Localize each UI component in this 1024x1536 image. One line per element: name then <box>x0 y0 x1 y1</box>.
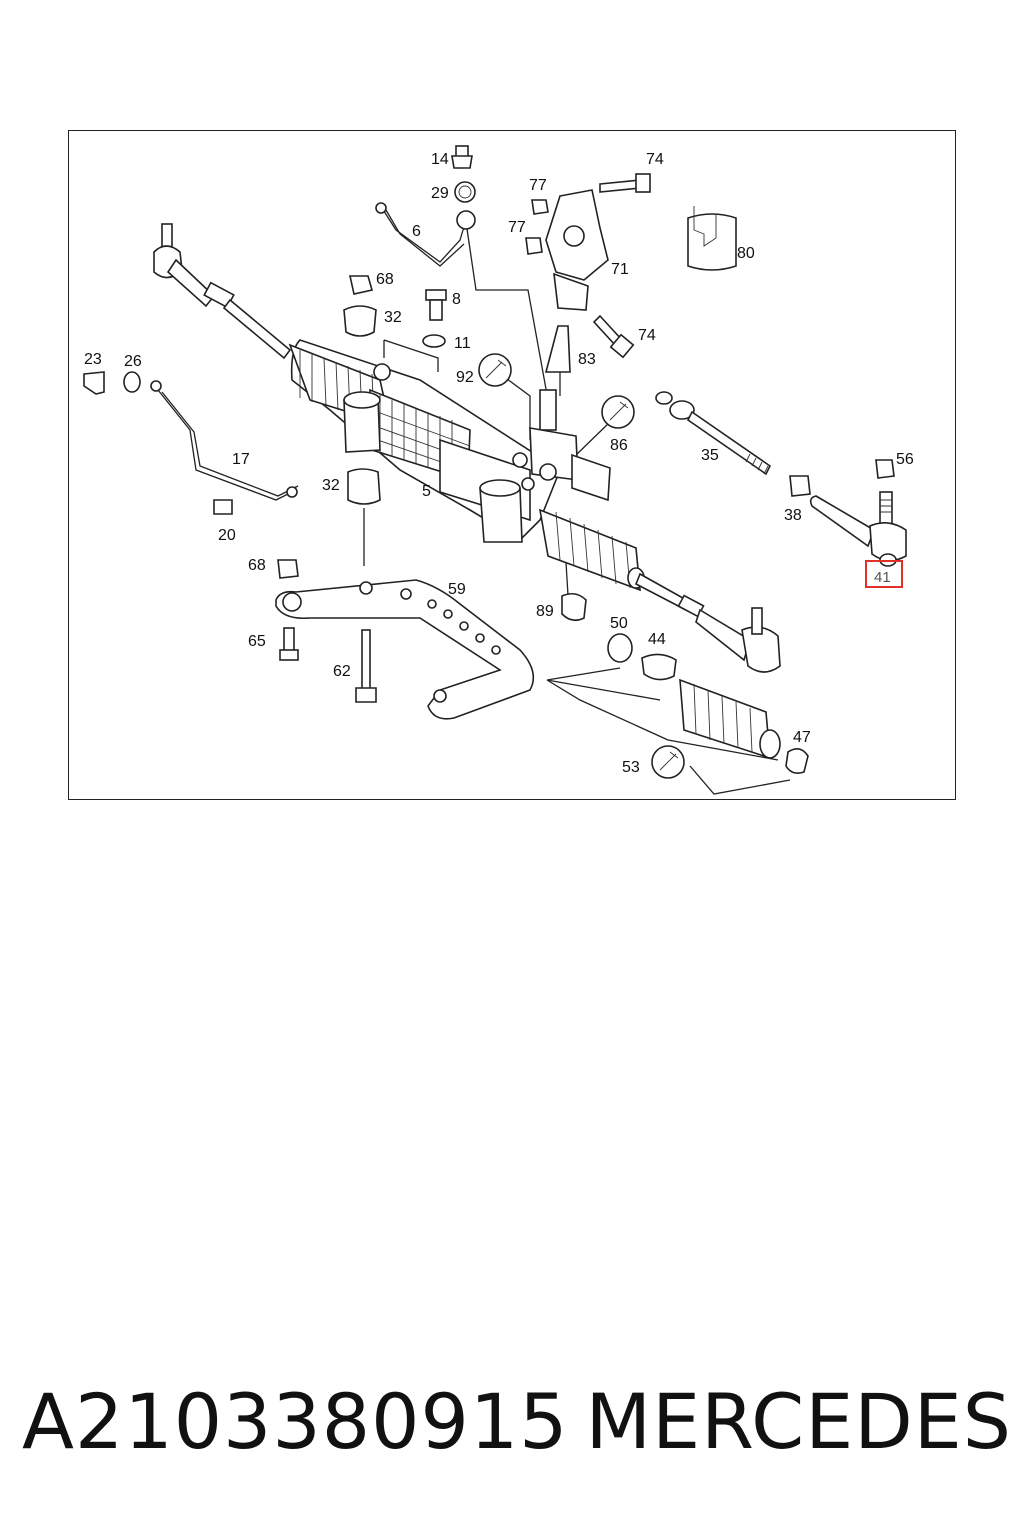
callout: 68 <box>376 271 394 288</box>
callout: 50 <box>610 615 628 632</box>
callout: 71 <box>611 261 629 278</box>
callout: 14 <box>431 151 449 168</box>
callout: 83 <box>578 351 596 368</box>
callout: 5 <box>422 483 431 500</box>
subframe-bracket <box>275 579 535 720</box>
callout: 74 <box>646 151 664 168</box>
callout: 11 <box>454 335 471 352</box>
callout: 56 <box>896 451 914 468</box>
callout: 86 <box>610 437 628 454</box>
callout: 32 <box>384 309 402 326</box>
callout: 29 <box>431 185 449 202</box>
callout-highlighted: 41 <box>874 569 891 586</box>
highlight-box <box>865 560 903 588</box>
callout: 89 <box>536 603 554 620</box>
callout: 53 <box>622 759 640 776</box>
tie-rod-end-left <box>153 223 292 360</box>
outer-tie-rod-end <box>809 491 907 567</box>
rack-housing <box>288 339 611 543</box>
callout: 77 <box>529 177 547 194</box>
caption: A2103380915 MERCEDES <box>22 1372 1012 1472</box>
callout: 38 <box>784 507 802 524</box>
diagram-frame <box>68 130 956 800</box>
small-parts <box>83 145 895 779</box>
callout: 17 <box>232 451 250 468</box>
callout: 35 <box>701 447 719 464</box>
callout: 44 <box>648 631 666 648</box>
callout: 32 <box>322 477 340 494</box>
callout: 23 <box>84 351 102 368</box>
callout: 20 <box>218 527 236 544</box>
brand-name: MERCEDES <box>585 1377 1012 1466</box>
callout: 62 <box>333 663 351 680</box>
pressure-lines <box>150 202 467 501</box>
callout: 8 <box>452 291 461 308</box>
callout: 26 <box>124 353 142 370</box>
inner-tie-rod <box>655 391 772 476</box>
right-boot-assembly <box>538 508 781 673</box>
callout: 68 <box>248 557 266 574</box>
callout: 47 <box>793 729 811 746</box>
callout: 92 <box>456 369 474 386</box>
part-number: A2103380915 <box>22 1377 569 1466</box>
callout-labels: 14 74 29 77 6 77 80 71 68 8 32 11 74 23 … <box>84 151 914 776</box>
callout: 80 <box>737 245 755 262</box>
callout: 6 <box>412 223 421 240</box>
callout: 74 <box>638 327 656 344</box>
callout: 65 <box>248 633 266 650</box>
callout: 77 <box>508 219 526 236</box>
callout: 59 <box>448 581 466 598</box>
